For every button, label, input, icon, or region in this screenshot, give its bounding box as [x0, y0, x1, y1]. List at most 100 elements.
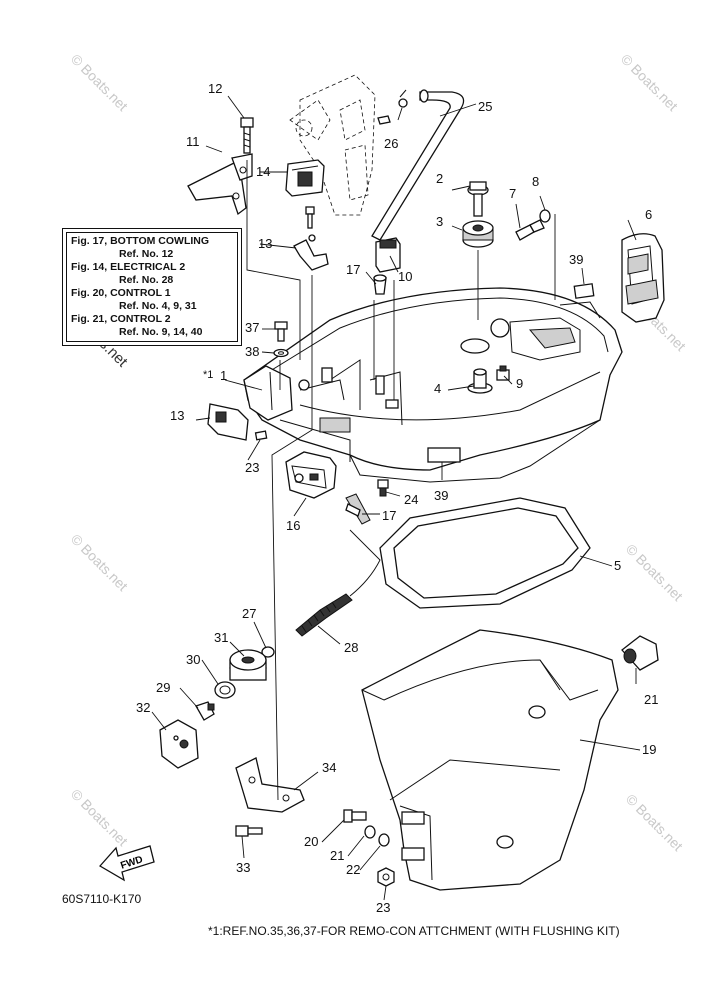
- cover-6: [621, 233, 665, 323]
- callout: 21: [644, 692, 658, 707]
- bracket-11: [187, 153, 253, 216]
- callout: 8: [532, 174, 539, 189]
- callout: 26: [384, 136, 398, 151]
- callout: 19: [642, 742, 656, 757]
- callout: 24: [404, 492, 418, 507]
- callout: 23: [376, 900, 390, 915]
- bolt-7: [515, 219, 545, 241]
- screw-36: [274, 321, 288, 342]
- plug-24: [621, 635, 659, 671]
- ref-no: Ref. No. 28: [119, 274, 174, 286]
- ref-no: Ref. No. 12: [119, 248, 174, 260]
- callout: 23: [245, 460, 259, 475]
- callout: 9: [516, 376, 523, 391]
- callout: 39: [569, 252, 583, 267]
- callout: 17: [346, 262, 360, 277]
- watermark: © Boats.net: [68, 786, 131, 849]
- washer-8: [539, 209, 551, 223]
- callout: 13: [258, 236, 272, 251]
- fitting-30: [195, 701, 215, 721]
- watermark: © Boats.net: [623, 541, 686, 604]
- cap-32: [229, 649, 267, 681]
- callout: 14: [256, 164, 270, 179]
- callout: 7: [509, 186, 516, 201]
- clip-28-top: [377, 89, 408, 125]
- callout: 20: [304, 834, 318, 849]
- callout: 16: [286, 518, 300, 533]
- watermark: © Boats.net: [623, 791, 686, 854]
- callout: 28: [344, 640, 358, 655]
- watermark: © Boats.net: [618, 51, 681, 114]
- ref-no: Ref. No. 4, 9, 31: [119, 300, 197, 312]
- hose-27: [371, 89, 465, 241]
- seal-25: [254, 430, 268, 441]
- watermark: © Boats.net: [68, 51, 131, 114]
- bolt-2: [467, 181, 489, 217]
- washer-37: [273, 348, 289, 358]
- screw-9: [496, 365, 510, 381]
- seal-5: [379, 497, 591, 609]
- callout: 39: [434, 488, 448, 503]
- callout: 10: [398, 269, 412, 284]
- screw-15: [305, 206, 316, 242]
- bracket-35: [235, 757, 305, 813]
- fwd-arrow-icon: FWD: [98, 845, 155, 882]
- cover-19: [361, 629, 619, 891]
- hose-29: [295, 529, 381, 637]
- callout: 31: [214, 630, 228, 645]
- callout: 6: [645, 207, 652, 222]
- grommet-10: [375, 237, 401, 273]
- callout: 5: [614, 558, 621, 573]
- nut-23: [377, 867, 395, 887]
- callout: 17: [382, 508, 396, 523]
- callout: 3: [436, 214, 443, 229]
- bolt-34: [235, 825, 263, 837]
- label-38: [573, 283, 595, 299]
- callout: 25: [478, 99, 492, 114]
- callout: 32: [136, 700, 150, 715]
- bolt-26: [377, 479, 389, 497]
- washer-21: [364, 825, 376, 839]
- bolt-12: [240, 117, 254, 154]
- clip-17: [345, 493, 371, 525]
- ref-fig: Fig. 20, CONTROL 1: [71, 287, 171, 299]
- callout: 34: [322, 760, 336, 775]
- callout: 29: [156, 680, 170, 695]
- callout: 33: [236, 860, 250, 875]
- footnote: *1:REF.NO.35,36,37-FOR REMO-CON ATTCHMEN…: [208, 924, 620, 938]
- ref-fig: Fig. 17, BOTTOM COWLING: [71, 235, 210, 247]
- ref-fig: Fig. 21, CONTROL 2: [71, 313, 171, 325]
- callout: 21: [330, 848, 344, 863]
- callout: 27: [242, 606, 256, 621]
- ref-no: Ref. No. 9, 14, 40: [119, 326, 203, 338]
- washer-22: [378, 833, 390, 847]
- watermark: © Boats.net: [68, 531, 131, 594]
- part-18: [373, 274, 387, 295]
- engine-bracket-ghost: [289, 74, 376, 216]
- panel-16: [285, 451, 337, 499]
- reference-box: Fig. 17, BOTTOM COWLING Ref. No. 12 Fig.…: [62, 228, 242, 346]
- callout: 12: [208, 81, 222, 96]
- callout: 2: [436, 171, 443, 186]
- drawing-code: 60S7110-K170: [62, 892, 142, 906]
- callout: 38: [245, 344, 259, 359]
- callout: 22: [346, 862, 360, 877]
- asterisk-mark: *1: [203, 369, 213, 381]
- stud-4: [467, 368, 493, 394]
- bracket-14: [293, 239, 329, 271]
- callout-labels: 12 11 14 13 25 26 2 3 7 8 6 39 10 17 37 …: [136, 81, 658, 915]
- clip-28-lower: [261, 646, 275, 658]
- callout: 1: [220, 368, 227, 383]
- callout: 11: [186, 134, 200, 149]
- ring-31: [214, 681, 236, 699]
- connector-33: [159, 719, 199, 769]
- bottom-cowling-1: [243, 287, 623, 483]
- part-15: [285, 159, 325, 197]
- callout: 30: [186, 652, 200, 667]
- ref-fig: Fig. 14, ELECTRICAL 2: [71, 261, 186, 273]
- callout: 37: [245, 320, 259, 335]
- callout: 13: [170, 408, 184, 423]
- leader-lines: [151, 95, 641, 901]
- callout: 4: [434, 381, 441, 396]
